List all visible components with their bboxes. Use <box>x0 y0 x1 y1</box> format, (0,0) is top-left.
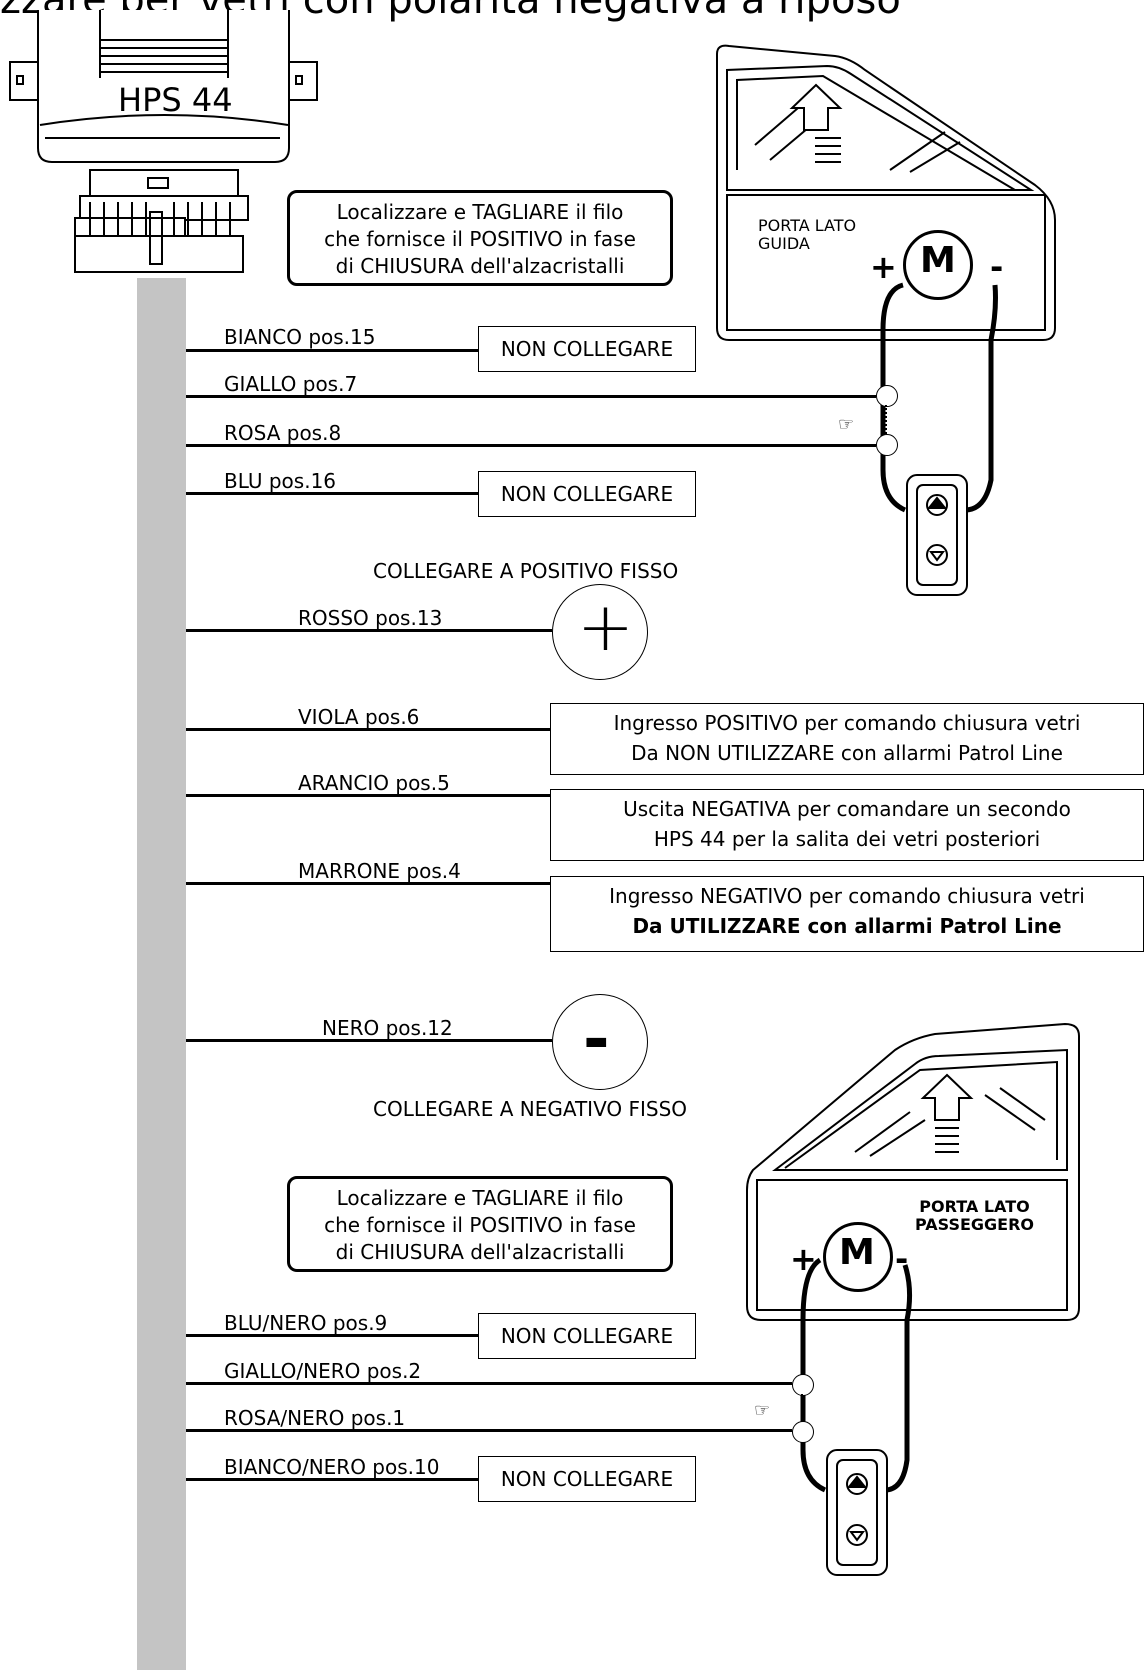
negativo-fisso-caption: COLLEGARE A NEGATIVO FISSO <box>373 1097 688 1121</box>
cut-wire-note-bottom: Localizzare e TAGLIARE il filo che forni… <box>287 1176 673 1272</box>
wire-rosa <box>186 444 876 447</box>
wire-arancio <box>186 794 550 797</box>
wire-giallo <box>186 395 876 398</box>
cut-hand-icon: ☞ <box>754 1400 771 1421</box>
wire-blu-nero <box>186 1334 478 1337</box>
driver-motor-plus: + <box>870 248 897 286</box>
non-collegare-box: NON COLLEGARE <box>478 471 696 517</box>
wire-label-giallo: GIALLO pos.7 <box>224 372 358 396</box>
wire-bianco-nero <box>186 1478 478 1481</box>
wire-rosso <box>186 629 552 632</box>
wire-label-giallo-nero: GIALLO/NERO pos.2 <box>224 1359 422 1383</box>
driver-motor-minus: - <box>990 248 1004 286</box>
info-box-viola: Ingresso POSITIVO per comando chiusura v… <box>550 703 1144 775</box>
passenger-door-label: PORTA LATO PASSEGGERO <box>915 1197 1035 1234</box>
passenger-motor-icon <box>823 1222 893 1292</box>
driver-motor-label: M <box>920 240 956 281</box>
non-collegare-box: NON COLLEGARE <box>478 326 696 372</box>
passenger-motor-minus: - <box>895 1240 909 1278</box>
driver-door-label: PORTA LATO GUIDA <box>758 216 857 253</box>
cut-wire-note-top: Localizzare e TAGLIARE il filo che forni… <box>287 190 673 286</box>
wire-marrone <box>186 882 550 885</box>
wire-viola <box>186 728 550 731</box>
junction-rosa <box>876 434 898 456</box>
cut-point-dotted-line <box>885 405 887 434</box>
wire-label-bianco-nero: BIANCO/NERO pos.10 <box>224 1455 440 1479</box>
positivo-fisso-caption: COLLEGARE A POSITIVO FISSO <box>373 559 679 583</box>
non-collegare-box: NON COLLEGARE <box>478 1313 696 1359</box>
wire-rosa-nero <box>186 1429 792 1432</box>
driver-motor-icon <box>903 230 973 300</box>
module-label: HPS 44 <box>118 81 233 119</box>
wire-label-viola: VIOLA pos.6 <box>298 705 420 729</box>
wire-label-arancio: ARANCIO pos.5 <box>298 771 450 795</box>
wire-label-rosa-nero: ROSA/NERO pos.1 <box>224 1406 406 1430</box>
wire-label-marrone: MARRONE pos.4 <box>298 859 461 883</box>
hps44-module <box>9 10 318 273</box>
wire-bianco <box>186 349 478 352</box>
wire-nero <box>186 1039 552 1042</box>
wire-label-rosso: ROSSO pos.13 <box>298 606 443 630</box>
cut-point-dotted-line <box>801 1394 803 1421</box>
wire-label-blu: BLU pos.16 <box>224 469 337 493</box>
driver-door <box>716 44 1056 596</box>
wire-label-bianco: BIANCO pos.15 <box>224 325 376 349</box>
wire-harness <box>137 278 186 1670</box>
wire-label-nero: NERO pos.12 <box>322 1016 453 1040</box>
junction-rosa-nero <box>792 1421 814 1443</box>
positive-symbol: + <box>577 588 634 667</box>
non-collegare-box: NON COLLEGARE <box>478 1456 696 1502</box>
positive-terminal-icon <box>552 584 648 680</box>
wire-label-rosa: ROSA pos.8 <box>224 421 342 445</box>
wire-giallo-nero <box>186 1382 792 1385</box>
info-box-arancio: Uscita NEGATIVA per comandare un secondo… <box>550 789 1144 861</box>
passenger-motor-label: M <box>839 1232 875 1273</box>
negative-terminal-icon <box>552 994 648 1090</box>
wire-blu <box>186 492 478 495</box>
cut-hand-icon: ☞ <box>838 414 855 435</box>
negative-symbol: - <box>583 1003 610 1077</box>
passenger-door <box>746 1022 1080 1576</box>
wire-label-blu-nero: BLU/NERO pos.9 <box>224 1311 388 1335</box>
info-box-marrone: Ingresso NEGATIVO per comando chiusura v… <box>550 876 1144 952</box>
junction-giallo <box>876 385 898 407</box>
junction-giallo-nero <box>792 1374 814 1396</box>
passenger-motor-plus: + <box>790 1240 817 1278</box>
